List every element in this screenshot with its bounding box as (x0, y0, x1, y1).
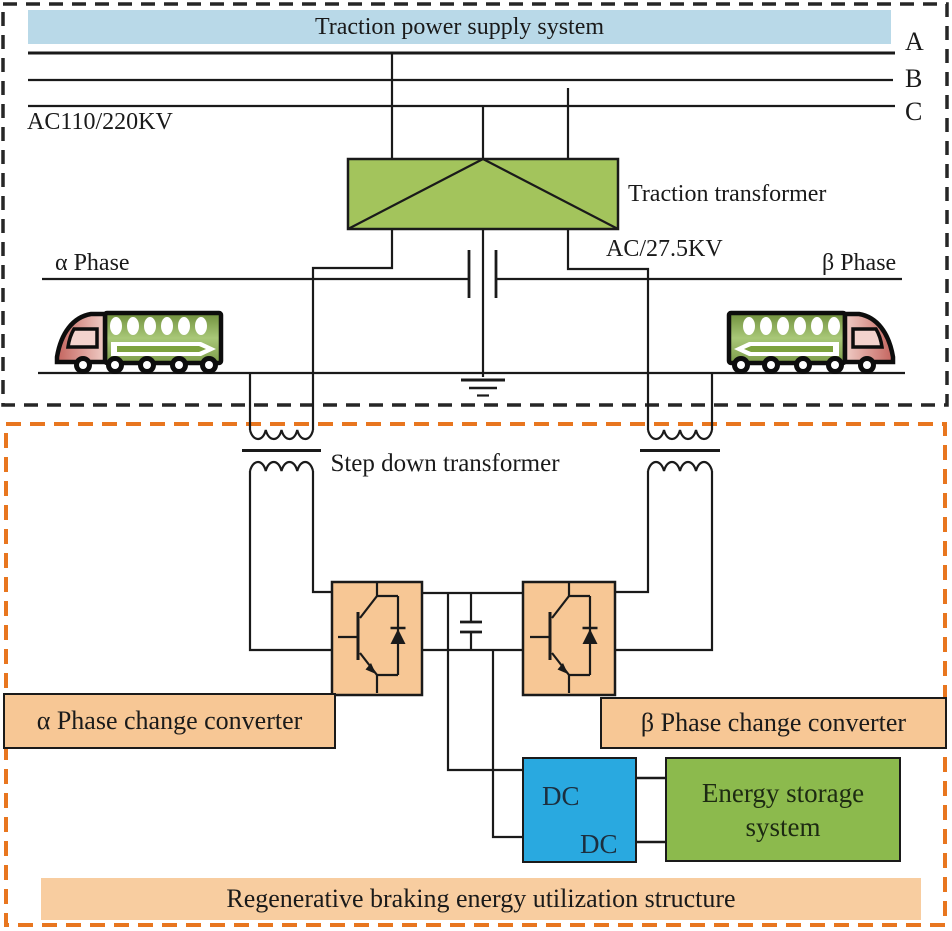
title-bar: Traction power supply system (28, 10, 891, 44)
three-phase-bus-lines (28, 51, 895, 159)
train-left-icon (54, 310, 224, 374)
step-down-transformer-label: Step down transformer (330, 450, 560, 477)
beta-phase-label: β Phase (822, 250, 897, 276)
energy-storage-label-line2: system (745, 811, 821, 842)
bus-label-a: A (905, 27, 924, 56)
bus-label-b: B (905, 64, 923, 93)
footer-label: Regenerative braking energy utilization … (226, 884, 736, 913)
energy-storage-box: Energy storage system (665, 757, 901, 862)
igbt-icon-right (530, 583, 598, 693)
dc-link (422, 591, 523, 839)
page-title: Traction power supply system (314, 13, 605, 40)
bus-voltage-label: AC110/220KV (27, 109, 173, 135)
dc-tap-positive (446, 593, 522, 772)
dcdc-converter-box: DC DC (522, 757, 637, 863)
bottom-section-dashed-border (4, 422, 947, 927)
dcdc-bottom-label: DC (580, 829, 618, 859)
step-down-transformer-left-icon (242, 429, 332, 652)
dcdc-top-label: DC (542, 781, 580, 811)
beta-converter-label-box: β Phase change converter (600, 697, 947, 749)
energy-storage-label-line1: Energy storage (701, 777, 865, 808)
igbt-icon-left (338, 583, 406, 693)
footer-label-box: Regenerative braking energy utilization … (41, 878, 921, 920)
alpha-converter-label-box: α Phase change converter (3, 693, 336, 749)
alpha-converter-label: α Phase change converter (36, 706, 303, 735)
output-voltage-label: AC/27.5KV (606, 236, 723, 262)
traction-transformer-symbol (346, 157, 620, 231)
traction-transformer-label: Traction transformer (628, 181, 827, 207)
bus-label-c: C (905, 97, 923, 126)
train-right-icon (726, 310, 896, 374)
beta-feeder (566, 229, 650, 430)
top-section-dashed-border (1, 2, 949, 407)
ground-icon (461, 378, 505, 397)
beta-converter-label: β Phase change converter (640, 708, 907, 737)
dc-tap-negative (491, 650, 522, 839)
neutral-section-plates (467, 250, 498, 298)
step-down-transformer-right-icon (615, 429, 720, 652)
alpha-phase-label: α Phase (55, 250, 130, 276)
alpha-feeder (311, 229, 394, 430)
